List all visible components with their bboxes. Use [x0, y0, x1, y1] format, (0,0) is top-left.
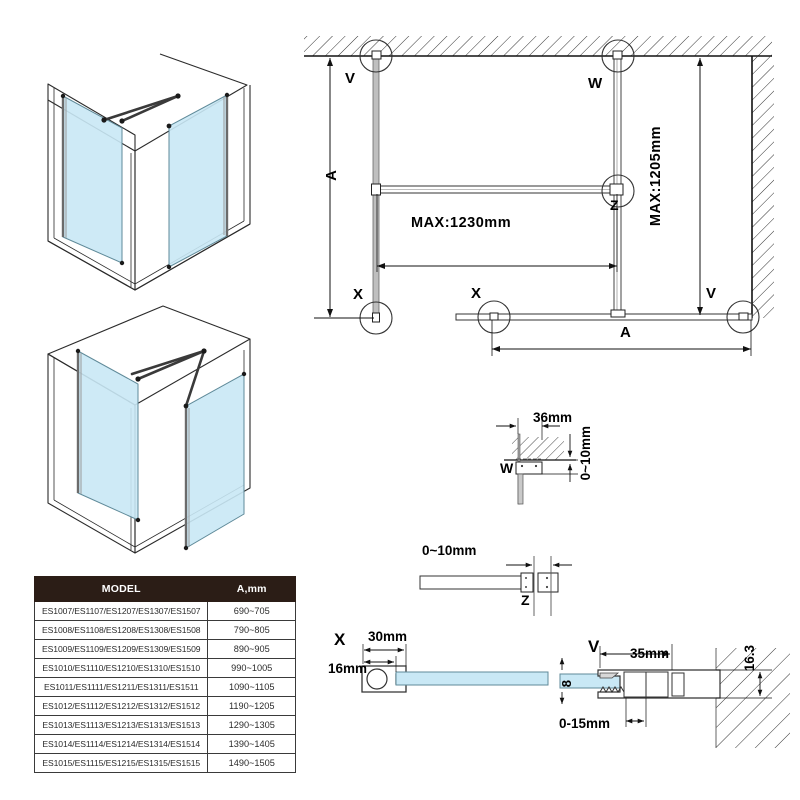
- table-cell-a: 1490~1505: [207, 753, 296, 773]
- ceiling-support-bars-2: [130, 349, 206, 408]
- support-bar-endpoints-2: [135, 348, 207, 409]
- table-cell-a: 790~805: [207, 620, 296, 640]
- table-cell-a: 990~1005: [207, 658, 296, 678]
- detail-w-bracket: [515, 461, 543, 475]
- isometric-view-left-hand: [18, 38, 284, 300]
- callout-bracket-glyphs: [372, 312, 749, 323]
- callout-label-x-mid: X: [471, 285, 482, 302]
- detail-view-x: [360, 632, 550, 712]
- detail-v-label-adjustment: 0-15mm: [559, 716, 611, 731]
- floor-profile: [455, 313, 753, 321]
- detail-w-label: W: [500, 460, 514, 476]
- table-cell-a: 1390~1405: [207, 734, 296, 754]
- detail-view-z: [419, 554, 600, 624]
- table-header-model: MODEL: [33, 576, 209, 602]
- model-dimension-table: MODEL A,mm ES1007/ES1107/ES1207/ES1307/E…: [33, 576, 296, 773]
- callout-circle-x-mid: [477, 300, 511, 334]
- ceiling-hatch: [304, 36, 772, 57]
- detail-x-seal-bulb: [366, 668, 388, 690]
- table-cell-model: ES1008/ES1108/ES1208/ES1308/ES1508: [33, 620, 209, 640]
- dimension-width-a: [491, 320, 752, 356]
- detail-v-clip: [599, 672, 620, 679]
- callout-circle-v-right: [726, 300, 760, 334]
- detail-z-label: Z: [521, 592, 530, 608]
- table-cell-a: 1190~1205: [207, 696, 296, 716]
- detail-view-w: [492, 404, 612, 505]
- detail-view-v: [559, 626, 790, 751]
- dimension-label-height-a: A: [323, 170, 340, 181]
- table-cell-model: ES1007/ES1107/ES1207/ES1307/ES1507: [33, 601, 209, 621]
- table-cell-a: 1090~1105: [207, 677, 296, 697]
- table-cell-model: ES1012/ES1112/ES1212/ES1312/ES1512: [33, 696, 209, 716]
- ceiling-support-bars: [102, 94, 180, 123]
- detail-v-label: V: [588, 637, 600, 656]
- detail-x-glass: [395, 671, 549, 686]
- support-bar-endpoints: [101, 93, 181, 129]
- detail-v-label-glass-thickness: 8: [559, 680, 574, 688]
- table-cell-model: ES1009/ES1109/ES1209/ES1309/ES1509: [33, 639, 209, 659]
- callout-circle-z: [601, 174, 635, 208]
- table-cell-model: ES1014/ES1114/ES1214/ES1314/ES1514: [33, 734, 209, 754]
- stabiliser-bar: [375, 185, 619, 194]
- callout-circle-w: [601, 39, 635, 73]
- detail-w-label-width: 36mm: [533, 410, 573, 425]
- table-cell-a: 890~905: [207, 639, 296, 659]
- glass-panel-left-2: [76, 350, 139, 521]
- dimension-label-width-a: A: [620, 324, 631, 341]
- detail-z-bar: [419, 575, 526, 590]
- table-cell-model: ES1015/ES1115/ES1215/ES1315/ES1515: [33, 753, 209, 773]
- detail-z-bracket-b: [537, 572, 559, 593]
- table-header-row: MODEL A,mm: [33, 576, 296, 602]
- table-cell-a: 1290~1305: [207, 715, 296, 735]
- callout-label-x-left: X: [353, 286, 364, 303]
- callout-label-w: W: [588, 75, 603, 92]
- detail-v-label-width: 35mm: [630, 646, 670, 661]
- callout-label-z: Z: [610, 197, 619, 213]
- callout-label-v-right: V: [706, 285, 717, 302]
- table-cell-model: ES1013/ES1113/ES1213/ES1313/ES1513: [33, 715, 209, 735]
- glass-panel-right: [168, 94, 229, 268]
- dimension-width-max: [376, 194, 618, 272]
- glass-panel-left: [61, 95, 123, 264]
- table-cell-a: 690~705: [207, 601, 296, 621]
- right-wall-hatch: [751, 56, 774, 318]
- detail-w-label-gap: 0~10mm: [578, 426, 593, 481]
- isometric-view-right-hand: [18, 305, 284, 563]
- dimension-height-a: [314, 58, 374, 319]
- table-cell-model: ES1011/ES1111/ES1211/ES1311/ES1511: [33, 677, 209, 697]
- table-cell-model: ES1010/ES1110/ES1210/ES1310/ES1510: [33, 658, 209, 678]
- glass-panel-corner-markers-2: [75, 348, 247, 551]
- detail-z-bracket-a: [520, 572, 534, 593]
- callout-label-v-top: V: [345, 70, 356, 87]
- dimension-label-height-max: MAX:1205mm: [648, 126, 664, 227]
- callout-circle-v-top: [359, 39, 393, 73]
- callout-circles: [359, 39, 760, 335]
- main-dimensioned-view: [296, 34, 782, 364]
- detail-x-label-inner: 16mm: [328, 661, 368, 676]
- glass-panel-corner-markers: [60, 92, 230, 270]
- dimension-label-width-max: MAX:1230mm: [411, 215, 512, 231]
- glass-panel-right-2: [184, 373, 245, 549]
- detail-z-label-gap: 0~10mm: [422, 543, 477, 558]
- detail-x-label: X: [334, 630, 346, 649]
- detail-v-label-height: 16.3: [742, 645, 757, 672]
- detail-x-label-outer: 30mm: [368, 629, 408, 644]
- table-header-a: A,mm: [207, 576, 296, 602]
- wall-brackets: [371, 50, 626, 318]
- room-floor-edge: [47, 223, 251, 291]
